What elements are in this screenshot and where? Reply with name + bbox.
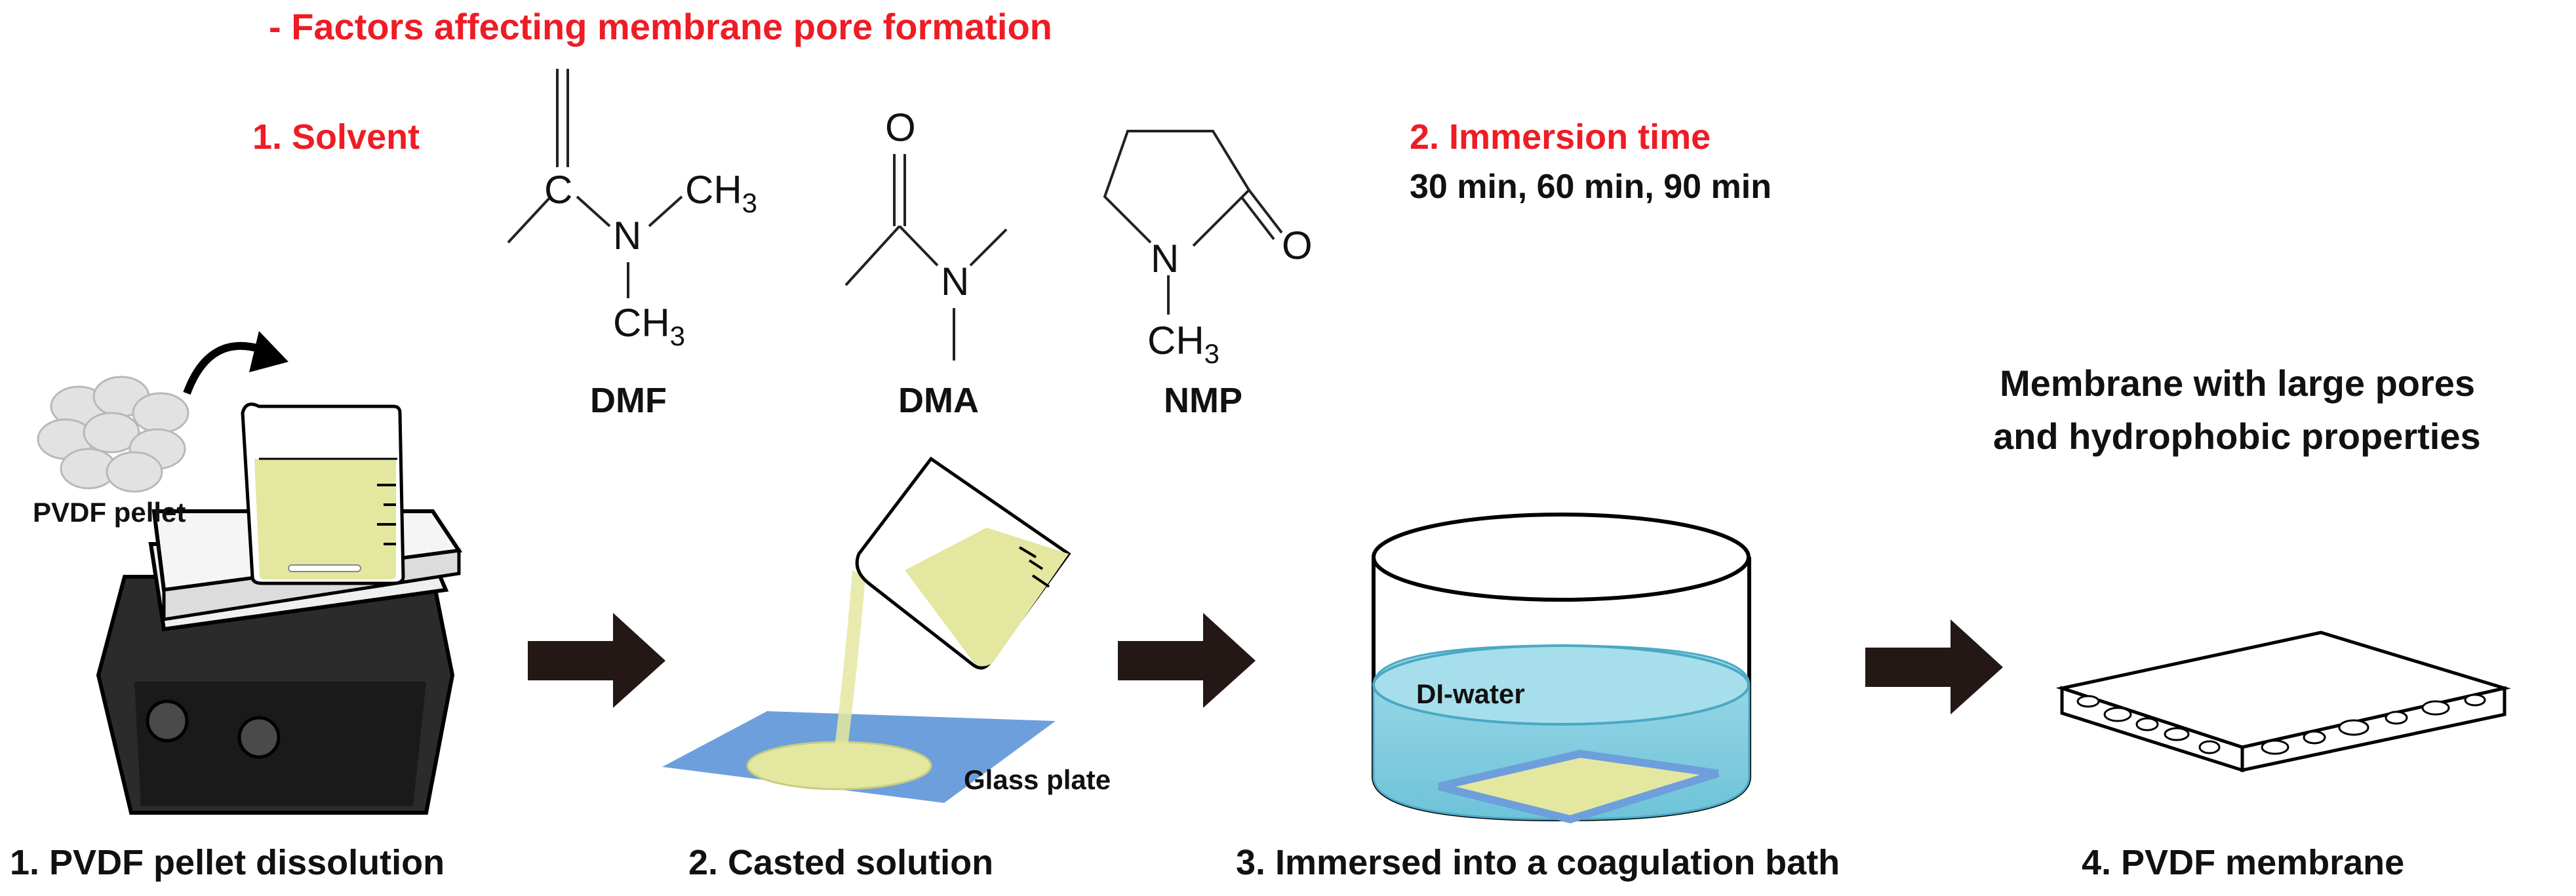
molecule-name-dma: DMA [898, 381, 979, 420]
pvdf-pellets-illustration [37, 376, 189, 493]
result-description-line-2: and hydrophobic properties [1993, 416, 2481, 457]
glass-plate-label: Glass plate [964, 764, 1111, 795]
pvdf-membrane-illustration [2055, 631, 2511, 773]
process-arrow-2-icon [1118, 613, 1256, 708]
pouring-stream-illustration [833, 570, 865, 764]
molecule-name-nmp: NMP [1164, 381, 1242, 420]
di-water-label: DI-water [1416, 678, 1525, 709]
dma-atom-n: N [941, 260, 970, 303]
dma-structure [844, 154, 1008, 360]
step-1-caption: 1. PVDF pellet dissolution [10, 843, 445, 882]
result-description-line-1: Membrane with large pores [2000, 362, 2476, 404]
dmf-structure [507, 69, 683, 298]
dmf-atom-n: N [613, 214, 642, 258]
process-arrow-3-icon [1865, 619, 2003, 714]
diagram-title: - Factors affecting membrane pore format… [269, 6, 1052, 47]
pouring-beaker-illustration [855, 456, 1071, 670]
step-4-caption: 4. PVDF membrane [2082, 843, 2405, 882]
factor-immersion-label: 2. Immersion time [1410, 117, 1711, 157]
dmf-methyl-bottom: CH3 [613, 301, 686, 351]
hot-plate-illustration [96, 509, 463, 815]
process-arrow-1-icon [528, 613, 665, 708]
pellet-label: PVDF pellet [33, 497, 186, 528]
coagulation-bath-illustration [1372, 513, 1751, 824]
step-2-caption: 2. Casted solution [688, 843, 994, 882]
immersion-values: 30 min, 60 min, 90 min [1410, 168, 1772, 206]
nmp-methyl: CH3 [1147, 319, 1220, 369]
nmp-atom-n: N [1151, 237, 1179, 281]
step-3-caption: 3. Immersed into a coagulation bath [1236, 843, 1840, 882]
dmf-atom-c: C [544, 168, 573, 212]
transfer-arrowhead-icon [249, 331, 288, 372]
dma-atom-o: O [885, 106, 916, 149]
beaker-with-solution-illustration [241, 402, 405, 585]
nmp-atom-o: O [1282, 224, 1313, 267]
transfer-arrow-icon [183, 341, 267, 395]
nmp-structure [1103, 130, 1283, 315]
glass-plate-illustration [662, 711, 1056, 803]
dmf-methyl-right: CH3 [685, 168, 758, 218]
factor-solvent-label: 1. Solvent [252, 117, 420, 157]
molecule-name-dmf: DMF [590, 381, 667, 420]
